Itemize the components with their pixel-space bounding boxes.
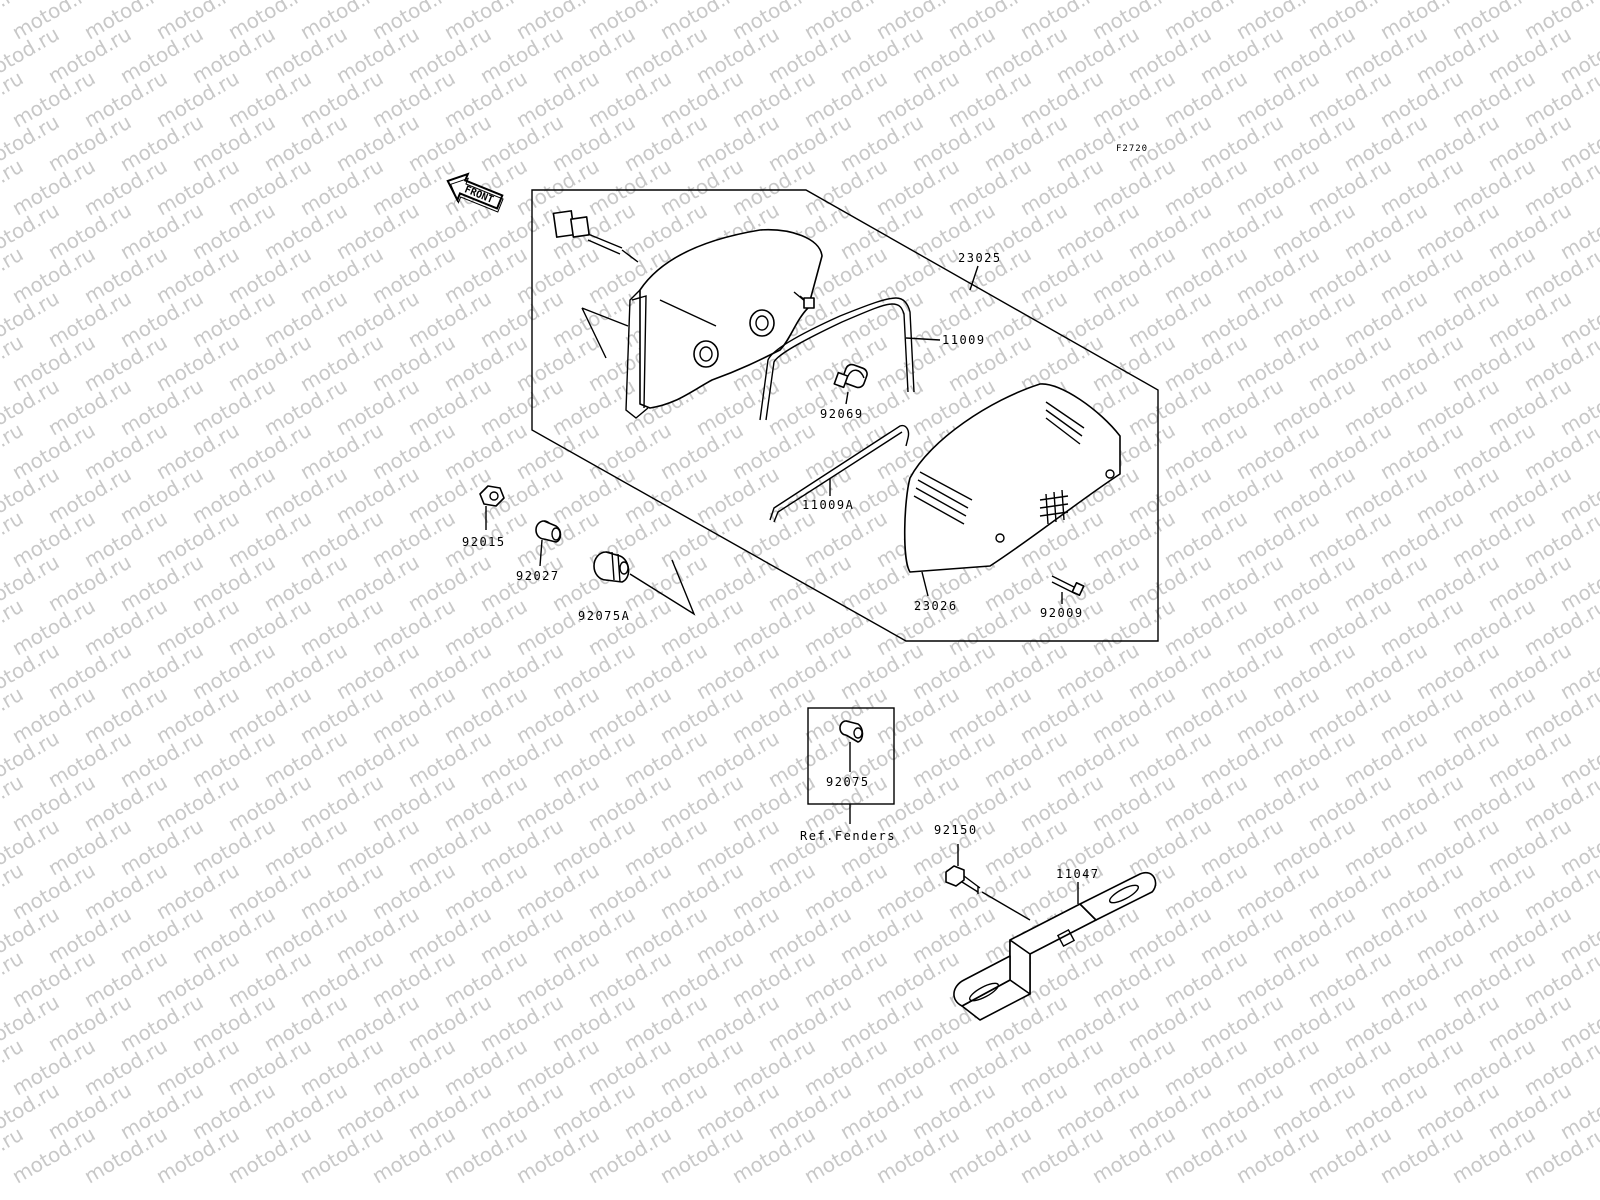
assembly-outline xyxy=(531,189,1159,642)
grommet-92075 xyxy=(839,720,864,743)
leader-11009 xyxy=(905,337,941,341)
label-23026: 23026 xyxy=(914,599,958,613)
grommet-92075a xyxy=(593,551,630,583)
label-23025: 23025 xyxy=(958,251,1002,265)
label-11009a: 11009A xyxy=(802,498,854,512)
screw-92009 xyxy=(1051,575,1085,597)
gasket-11009 xyxy=(759,297,915,421)
lens-23026 xyxy=(903,383,1121,573)
leader-92069 xyxy=(845,391,849,405)
label-11047: 11047 xyxy=(1056,867,1100,881)
label-92150: 92150 xyxy=(934,823,978,837)
label-92027: 92027 xyxy=(516,569,560,583)
leader-23025 xyxy=(969,265,979,291)
leader-92027 xyxy=(539,539,543,567)
label-92069: 92069 xyxy=(820,407,864,421)
bolt-92150 xyxy=(945,865,981,894)
nut-92015 xyxy=(479,485,505,507)
label-92075a: 92075A xyxy=(578,609,630,623)
leader-bolt-bracket xyxy=(981,891,1031,921)
gasket-11009a xyxy=(769,424,910,523)
taillight-base xyxy=(552,210,823,419)
bulb-92069 xyxy=(833,363,868,389)
ref-fenders-label: Ref.Fenders xyxy=(800,829,896,843)
leader-92075a xyxy=(629,559,696,616)
label-92015: 92015 xyxy=(462,535,506,549)
label-92009: 92009 xyxy=(1040,606,1084,620)
figure-code: F2720 xyxy=(1116,144,1148,154)
label-11009: 11009 xyxy=(942,333,986,347)
label-92075: 92075 xyxy=(826,775,870,789)
collar-92027 xyxy=(535,520,562,543)
bracket-11047 xyxy=(953,871,1157,1021)
leader-23026 xyxy=(921,571,929,597)
ref-box xyxy=(807,707,895,805)
